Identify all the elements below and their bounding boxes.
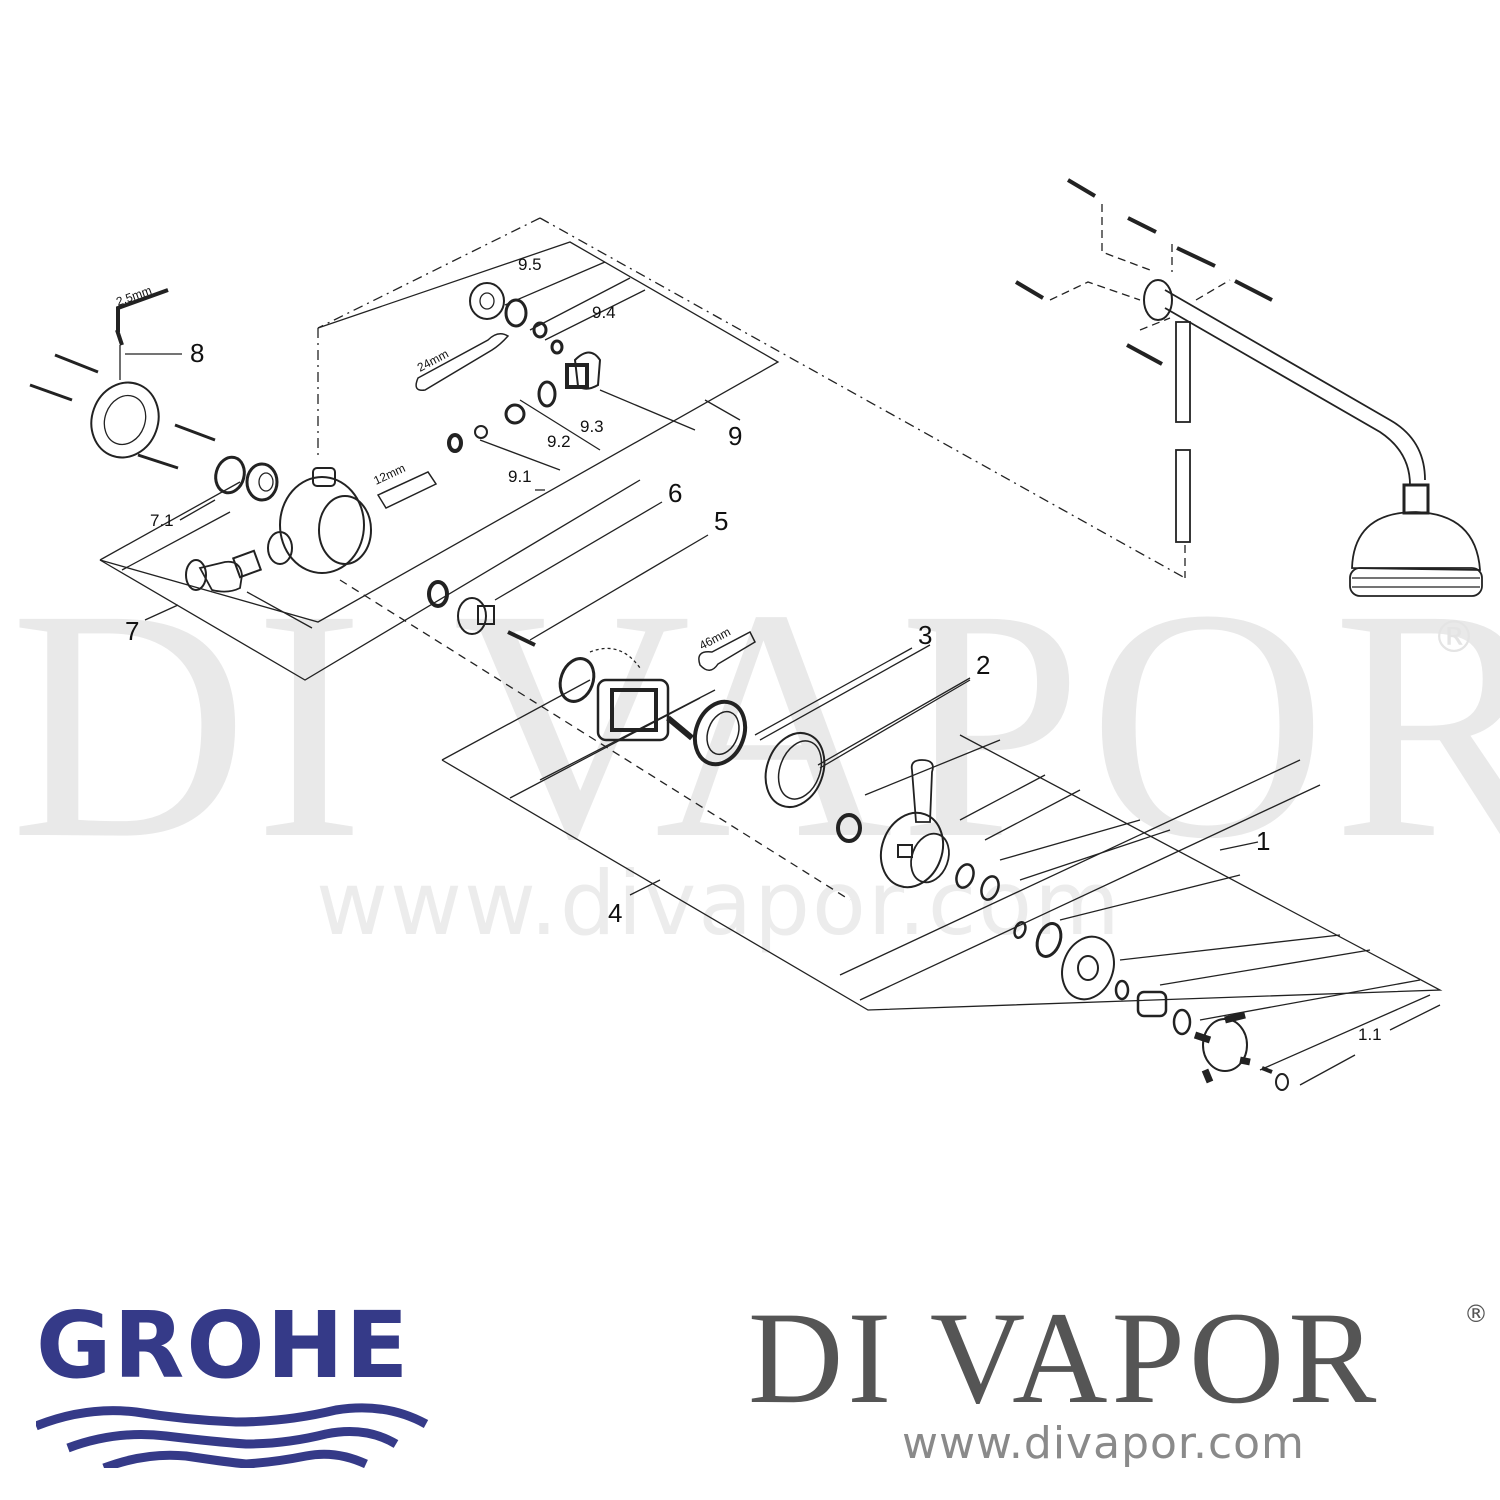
- leader-3: [754, 647, 913, 736]
- washer-d: [1114, 979, 1130, 1001]
- tool-labels: 2.5mm 24mm 46mm 12mm: [114, 283, 733, 653]
- label-4: 4: [608, 898, 622, 928]
- label-spanner-46: 46mm: [697, 625, 733, 653]
- flange-1: [1061, 935, 1115, 1001]
- washer-9-4: [532, 321, 548, 339]
- label-9-2: 9.2: [547, 432, 571, 451]
- o-ring-7-1: [214, 455, 246, 495]
- cap-1-1: [1275, 1073, 1289, 1091]
- o-ring-9-3: [537, 380, 557, 408]
- group-7-frame: [99, 479, 641, 681]
- washer-b: [980, 875, 1000, 901]
- group-4-frame: [441, 644, 1443, 1086]
- group-9-frame: [99, 217, 1186, 623]
- hex-key-tool: [116, 288, 182, 355]
- label-1: 1: [1256, 826, 1270, 856]
- label-8: 8: [190, 338, 204, 368]
- leader-5: [529, 534, 709, 641]
- axis-centerline: [339, 579, 851, 901]
- shower-arm-assembly: [1014, 178, 1483, 597]
- thermo-element-6: [457, 597, 495, 635]
- part-labels: 8 9.5 9.4 9.3 9.2 9.1 9 7.1 7 6 5 3 2 4 …: [125, 255, 1382, 1044]
- lever-handle: [879, 759, 950, 889]
- pin-5: [507, 630, 536, 647]
- spanner-46mm: [698, 630, 756, 671]
- grohe-wordmark: GROHE: [36, 1292, 411, 1399]
- label-2: 2: [976, 650, 990, 680]
- label-9-4: 9.4: [592, 303, 616, 322]
- grohe-logo: GROHE: [36, 1292, 436, 1468]
- label-5: 5: [714, 506, 728, 536]
- elbow-9-3: [565, 351, 602, 390]
- leader-2: [817, 677, 971, 766]
- headpart-1: [1136, 990, 1168, 1018]
- label-7: 7: [125, 616, 139, 646]
- cover-plate-hole: [479, 292, 495, 310]
- label-9-3: 9.3: [580, 417, 604, 436]
- label-9: 9: [728, 421, 742, 451]
- watermark-brand: DI VAPOR: [10, 542, 1500, 907]
- filter-9-2: [504, 403, 526, 425]
- label-9-1: 9.1: [508, 467, 532, 486]
- label-3: 3: [918, 620, 932, 650]
- cross-handle: [1193, 1011, 1251, 1084]
- splined-adapter-3: [692, 699, 748, 767]
- cover-plate-9-5: [469, 282, 505, 320]
- label-6: 6: [668, 478, 682, 508]
- watermark-url: www.divapor.com: [316, 852, 1122, 955]
- nut-9-5: [504, 298, 528, 328]
- elbow-connector-7: [185, 549, 263, 593]
- divapor-url: www.divapor.com: [902, 1418, 1305, 1469]
- o-ring-large: [1035, 922, 1063, 958]
- spanner-24mm: [415, 333, 510, 391]
- seal-9-4: [550, 339, 564, 355]
- nut-9-1: [447, 433, 463, 453]
- label-9-5: 9.5: [518, 255, 542, 274]
- label-hex-key: 2.5mm: [114, 283, 153, 309]
- washer-a: [955, 863, 975, 889]
- hex-bit-12mm: [376, 471, 438, 509]
- label-1-1: 1.1: [1358, 1025, 1382, 1044]
- spring-6: [427, 580, 449, 608]
- o-ring-cartridge: [558, 657, 596, 703]
- check-valve-7-1: [245, 462, 279, 502]
- sleeve-2: [764, 732, 826, 808]
- leader-6: [494, 501, 663, 601]
- rotate-arrow: [589, 647, 641, 669]
- divapor-registered-mark: ®: [1464, 1300, 1488, 1328]
- divapor-wordmark: DI VAPOR: [748, 1284, 1381, 1431]
- label-7-1: 7.1: [150, 511, 174, 530]
- washer-c: [1013, 921, 1027, 939]
- thermostatic-cartridge: [596, 678, 694, 742]
- o-ring-small: [1172, 1008, 1192, 1036]
- wall-flange: [29, 329, 216, 470]
- stop-ring: [836, 813, 862, 843]
- grohe-waves-icon: [36, 1403, 429, 1468]
- washer-9-1: [474, 425, 488, 439]
- valve-body: [267, 467, 372, 574]
- watermark-registered-mark: ®: [1432, 612, 1476, 663]
- screw-1-1: [1261, 1066, 1273, 1074]
